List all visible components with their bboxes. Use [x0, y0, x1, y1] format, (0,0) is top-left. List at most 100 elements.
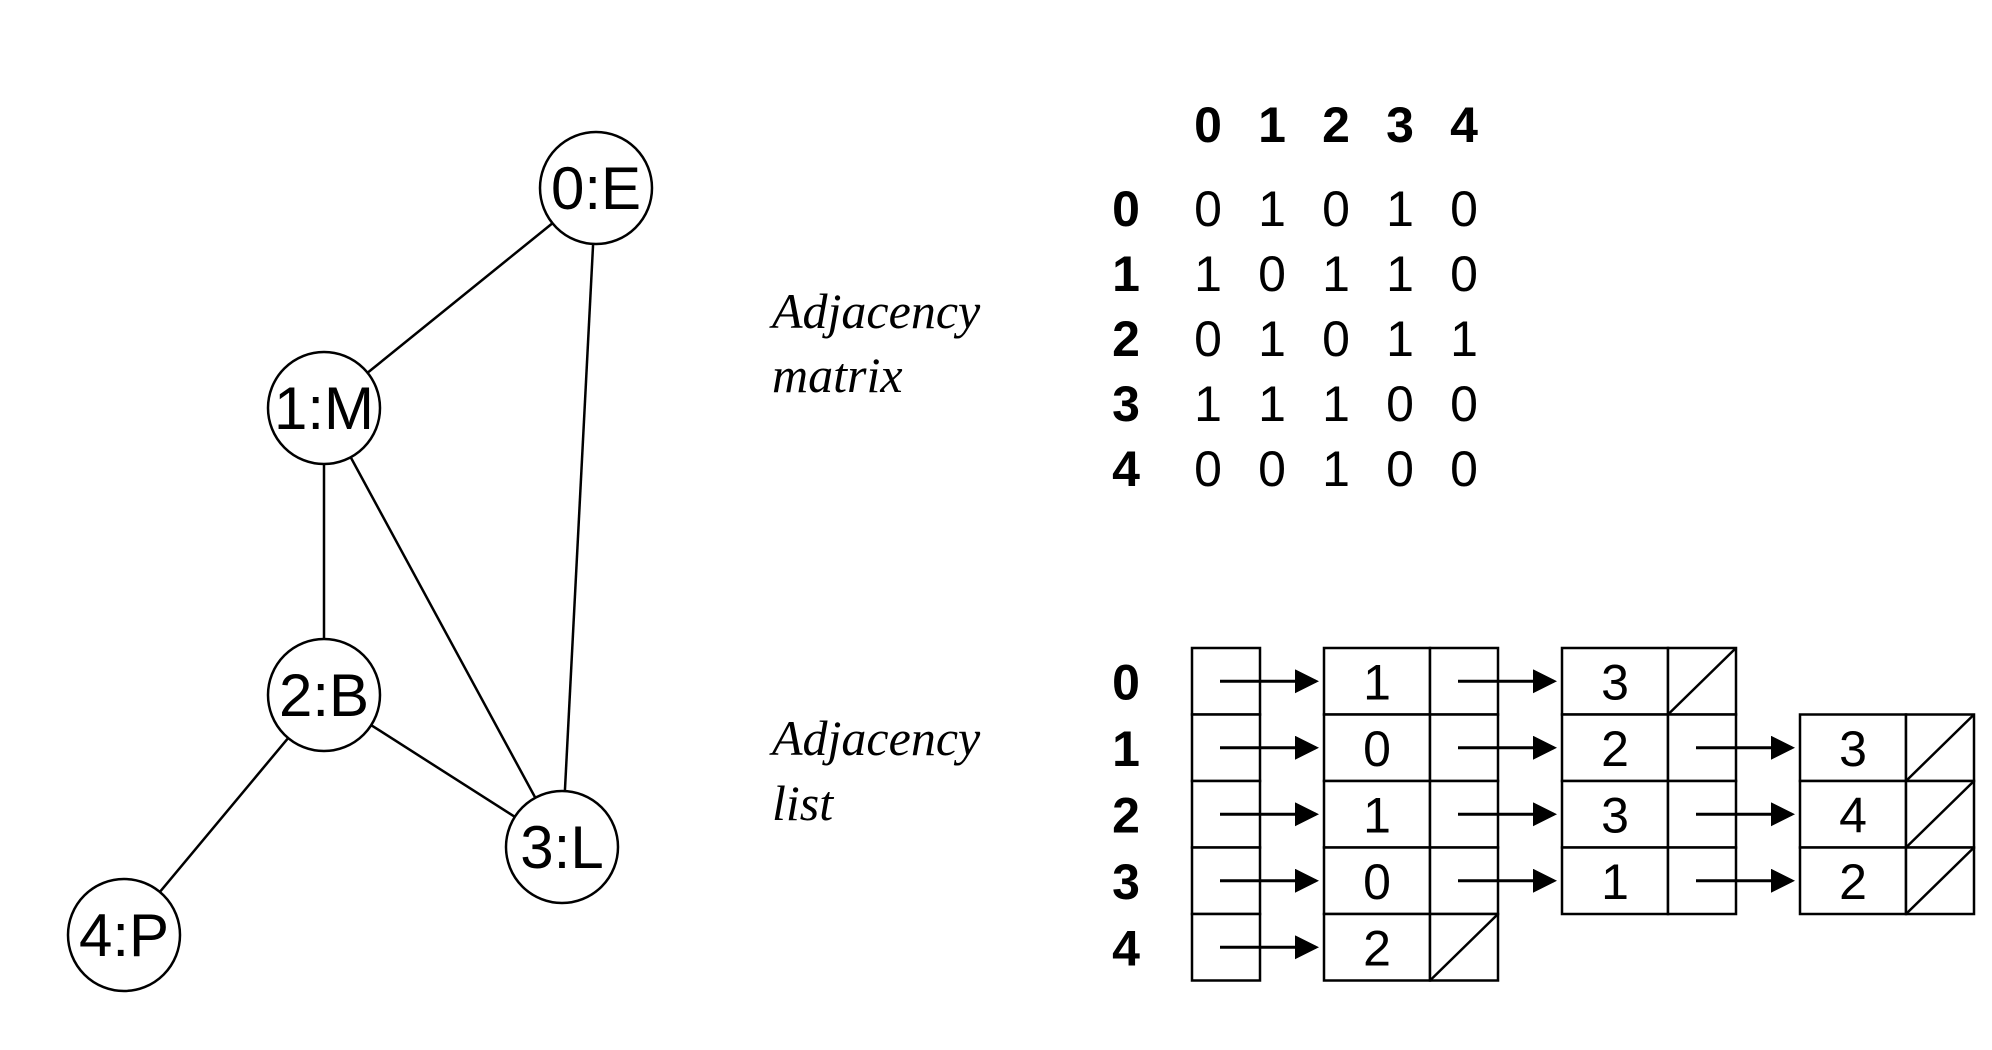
matrix-cell: 1 — [1322, 246, 1350, 302]
matrix-cell: 0 — [1450, 441, 1478, 497]
list-row-1: 1 0 2 3 — [1112, 713, 1976, 783]
list-caption-line2: list — [772, 775, 834, 831]
list-node-value: 3 — [1839, 721, 1867, 777]
graph-node-0: 0:E — [538, 130, 654, 246]
list-node-value-cell — [1322, 779, 1432, 849]
null-pointer-slash — [1905, 846, 1975, 915]
matrix-cell: 0 — [1450, 376, 1478, 432]
matrix-row-header: 0 — [1112, 181, 1140, 237]
graph-node-4: 4:P — [66, 877, 182, 993]
matrix-row-header: 3 — [1112, 376, 1140, 432]
matrix-cell: 0 — [1194, 311, 1222, 367]
list-node-value: 1 — [1363, 654, 1391, 710]
list-node: 1 — [1560, 846, 1795, 916]
list-node-value: 1 — [1363, 787, 1391, 843]
list-node-value: 0 — [1363, 721, 1391, 777]
list-node-value: 4 — [1839, 787, 1867, 843]
null-pointer-slash — [1905, 780, 1975, 849]
list-node: 3 — [1560, 779, 1795, 849]
graph-nodes: 0:E 1:M 2:B 3:L 4:P — [66, 130, 654, 993]
node-label: 1:M — [274, 375, 374, 442]
list-row-header: 4 — [1112, 920, 1140, 976]
node-label: 4:P — [79, 902, 169, 969]
matrix-cell: 1 — [1322, 441, 1350, 497]
graph-node-2: 2:B — [266, 637, 382, 753]
matrix-row-header: 2 — [1112, 311, 1140, 367]
list-node: 2 — [1560, 713, 1795, 783]
matrix-cell: 0 — [1322, 311, 1350, 367]
matrix-row-header: 4 — [1112, 441, 1140, 497]
list-node-value: 2 — [1601, 721, 1629, 777]
list-node: 2 — [1322, 912, 1500, 982]
matrix-cell: 0 — [1258, 441, 1286, 497]
matrix-col-header: 4 — [1450, 97, 1478, 153]
graph-edge-2-4 — [158, 737, 290, 893]
matrix-col-header: 1 — [1258, 97, 1286, 153]
list-node: 2 — [1798, 846, 1976, 916]
list-row-header: 1 — [1112, 721, 1140, 777]
list-row-header: 2 — [1112, 787, 1140, 843]
graph-edge-0-3 — [563, 243, 595, 792]
matrix-cell: 0 — [1386, 441, 1414, 497]
graph-node-1: 1:M — [266, 350, 382, 466]
matrix-col-header: 3 — [1386, 97, 1414, 153]
graph-edge-2-3 — [370, 724, 516, 818]
list-node-value: 3 — [1601, 654, 1629, 710]
matrix-cell: 1 — [1258, 311, 1286, 367]
matrix-row-header: 1 — [1112, 246, 1140, 302]
matrix-cell: 1 — [1386, 246, 1414, 302]
list-row-0: 0 1 3 — [1112, 646, 1738, 716]
node-circle — [66, 877, 182, 993]
node-circle — [504, 789, 620, 905]
list-node: 1 — [1322, 779, 1557, 849]
list-node: 3 — [1798, 713, 1976, 783]
graph-node-3: 3:L — [504, 789, 620, 905]
list-node: 3 — [1560, 646, 1738, 716]
matrix-cell: 1 — [1386, 311, 1414, 367]
matrix-cell: 0 — [1258, 246, 1286, 302]
list-node-value: 2 — [1363, 920, 1391, 976]
node-circle — [538, 130, 654, 246]
list-node: 4 — [1798, 779, 1976, 849]
list-node: 1 — [1322, 646, 1557, 716]
list-node: 0 — [1322, 713, 1557, 783]
matrix-col-header: 0 — [1194, 97, 1222, 153]
matrix-cell: 0 — [1450, 181, 1478, 237]
matrix-cell: 0 — [1194, 181, 1222, 237]
matrix-cell: 1 — [1450, 311, 1478, 367]
matrix-cell: 1 — [1258, 376, 1286, 432]
graph-edge-1-3 — [349, 456, 537, 799]
node-circle — [266, 350, 382, 466]
matrix-caption-line1: Adjacency — [769, 283, 981, 339]
graph-edge-0-1 — [366, 222, 554, 374]
list-node: 0 — [1322, 846, 1557, 916]
node-label: 2:B — [279, 662, 369, 729]
list-row-header: 3 — [1112, 854, 1140, 910]
list-node-value: 1 — [1601, 854, 1629, 910]
node-label: 3:L — [520, 814, 603, 881]
matrix-cell: 1 — [1194, 376, 1222, 432]
list-node-value-cell — [1322, 846, 1432, 916]
null-pointer-slash — [1667, 647, 1737, 716]
null-pointer-slash — [1905, 713, 1975, 782]
node-label: 0:E — [551, 155, 641, 222]
list-node-value-cell — [1560, 646, 1670, 716]
node-circle — [266, 637, 382, 753]
list-caption-line1: Adjacency — [769, 710, 981, 766]
list-node-value: 3 — [1601, 787, 1629, 843]
graph-edges — [158, 222, 595, 893]
matrix-cell: 0 — [1322, 181, 1350, 237]
matrix-cell: 0 — [1386, 376, 1414, 432]
matrix-cell: 1 — [1386, 181, 1414, 237]
list-node-value-cell — [1560, 846, 1670, 916]
list-row-header: 0 — [1112, 654, 1140, 710]
matrix-cell: 0 — [1194, 441, 1222, 497]
matrix-col-header: 2 — [1322, 97, 1350, 153]
matrix-caption-line2: matrix — [772, 347, 903, 403]
matrix-cell: 1 — [1194, 246, 1222, 302]
